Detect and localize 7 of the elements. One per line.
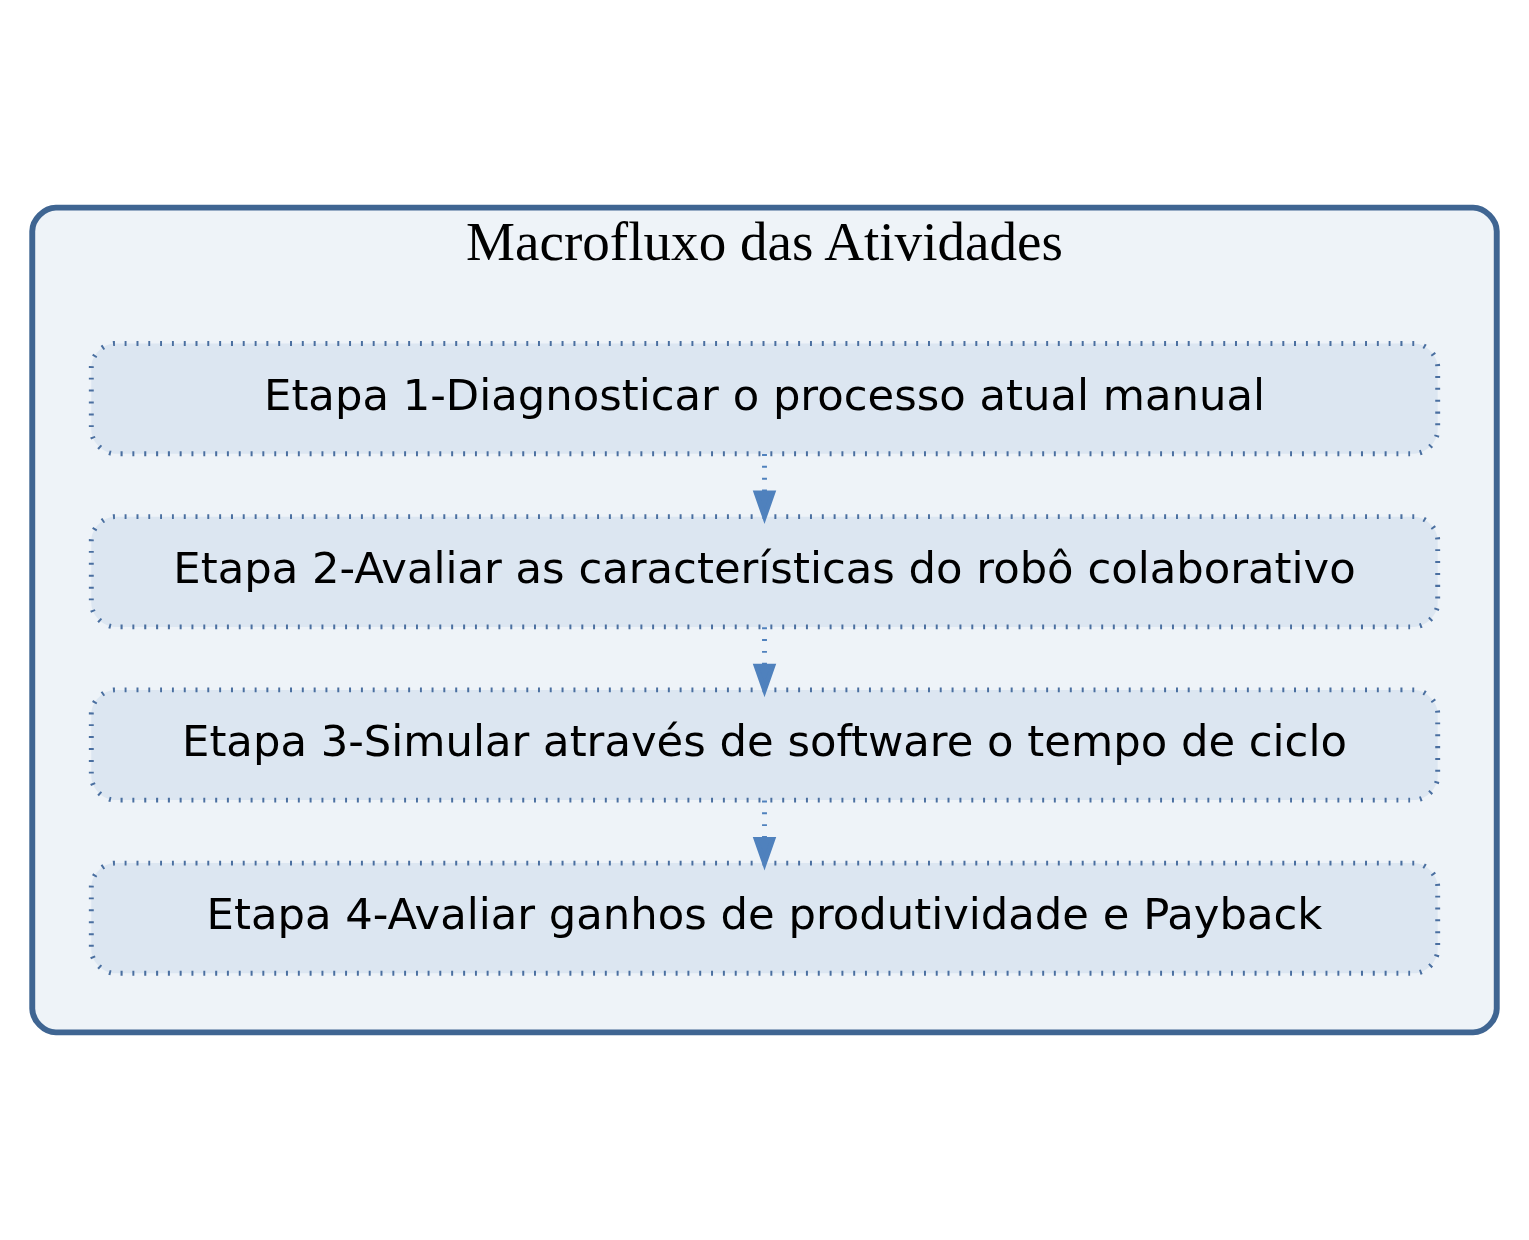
arrow [752,627,777,698]
arrow [752,454,777,525]
node-box: Etapa 2-Avaliar as características do robô colaborativo [88,514,1441,630]
node-box: Etapa 1-Diagnosticar o processo atual manual [88,341,1441,457]
node-box: Etapa 3-Simular através de software o tempo de ciclo [88,687,1441,803]
node-box: Etapa 4-Avaliar ganhos de produtividade e Payback [88,860,1441,976]
arrow [752,800,777,871]
